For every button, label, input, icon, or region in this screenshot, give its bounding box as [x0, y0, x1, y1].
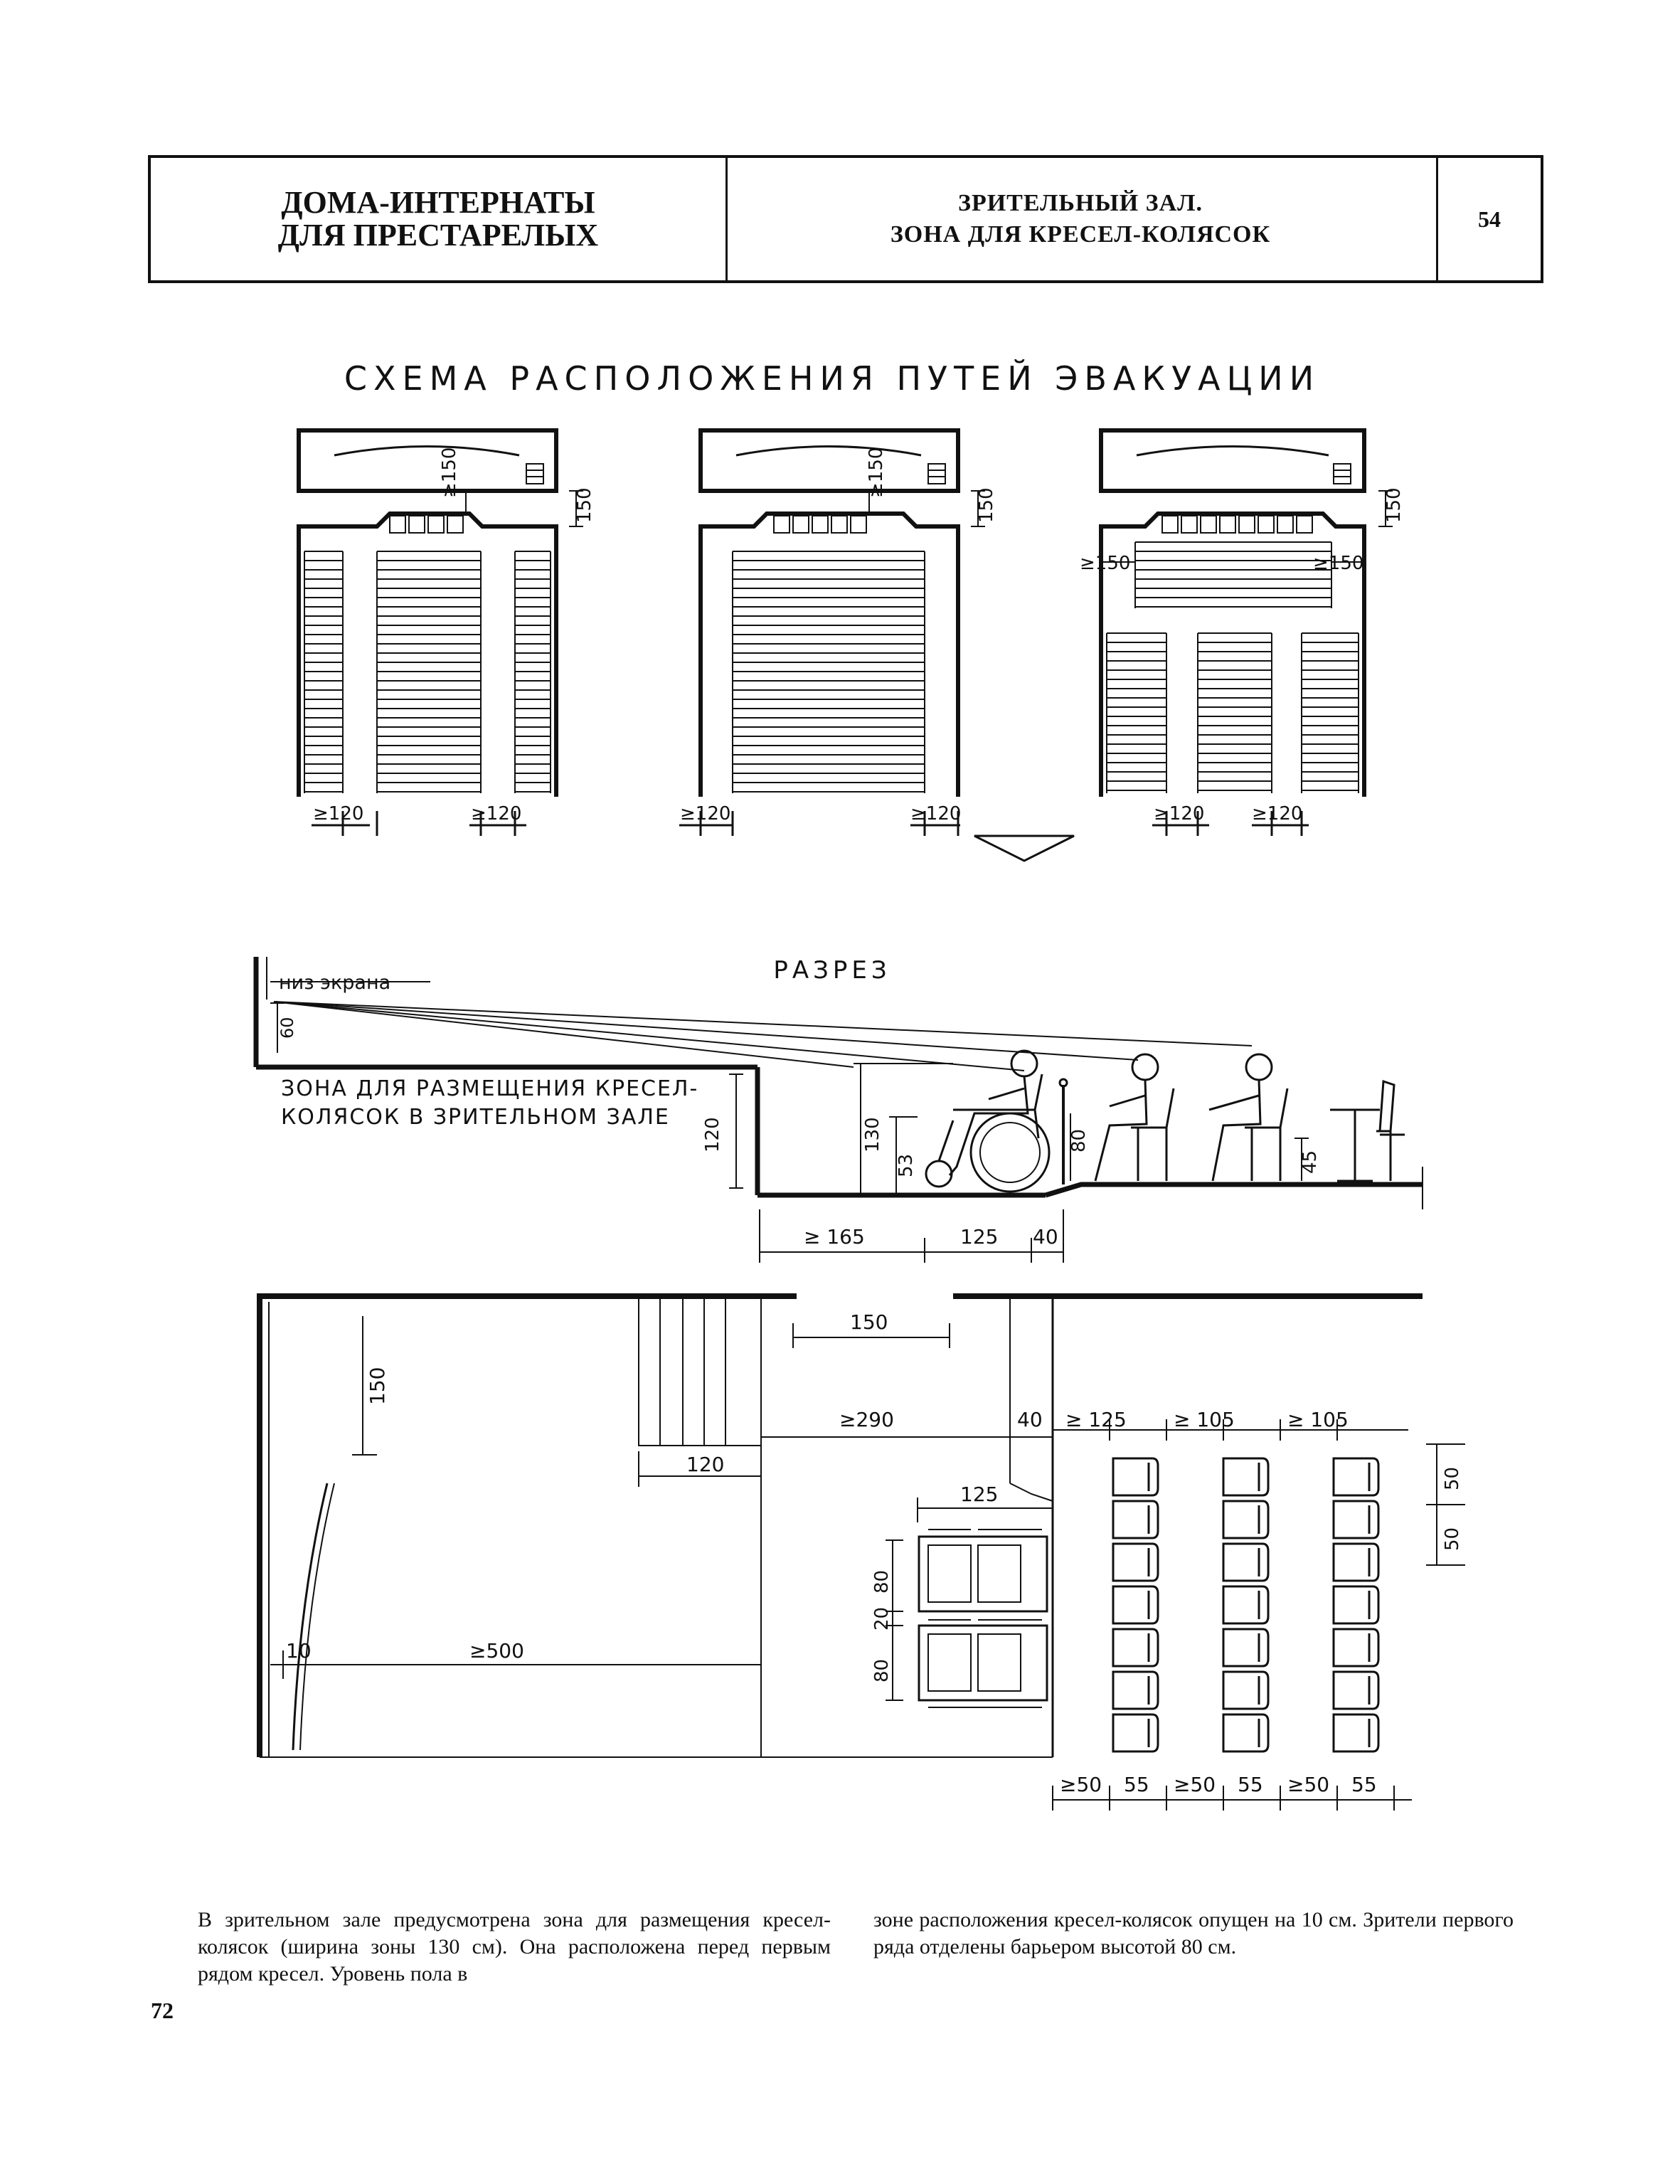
- plan-dim: 150: [366, 1367, 389, 1405]
- plan2-dim-right: ≥120: [910, 803, 961, 825]
- plan-dim: 20: [871, 1607, 893, 1631]
- seat-chair-icon: [1332, 1500, 1380, 1539]
- seat-chair-icon: [1332, 1457, 1380, 1497]
- direction-arrow-icon: [974, 834, 1075, 862]
- page-number: 72: [151, 1998, 174, 2023]
- plan3-dim-right: ≥120: [1252, 803, 1302, 825]
- body-text-column-1: В зрительном зале предусмотрена зона для…: [198, 1908, 831, 1986]
- plan-dim: 125: [960, 1483, 998, 1506]
- section-dim: 53: [895, 1154, 917, 1177]
- section-dim: 40: [1033, 1225, 1058, 1249]
- seat-chair-icon: [1112, 1542, 1159, 1582]
- section-dim: ≥ 165: [804, 1225, 865, 1249]
- plan-dim: 55: [1351, 1773, 1377, 1796]
- seat-chair-icon: [1332, 1585, 1380, 1625]
- section-dim: 45: [1299, 1150, 1321, 1174]
- body-text-column-2: зоне расположения кресел-колясок опущен …: [873, 1908, 1514, 1958]
- section-title: РАЗРЕЗ: [773, 956, 890, 985]
- plan-dim: 80: [871, 1659, 893, 1682]
- plan-dim: 40: [1017, 1408, 1043, 1431]
- seat-chair-icon: [1222, 1500, 1270, 1539]
- section-dim: 60: [277, 1017, 297, 1039]
- zone-label-line1: ЗОНА ДЛЯ РАЗМЕЩЕНИЯ КРЕСЕЛ-: [281, 1076, 698, 1101]
- seat-chair-icon: [1332, 1713, 1380, 1753]
- plan-dim: 80: [871, 1570, 893, 1594]
- seat-chair-icon: [1222, 1628, 1270, 1668]
- header-sheet-number: 54: [1438, 158, 1543, 280]
- plan-dim: ≥ 125: [1065, 1408, 1127, 1431]
- plan1-dim-left: ≥120: [313, 803, 363, 825]
- page-header: ДОМА-ИНТЕРНАТЫ ДЛЯ ПРЕСТАРЕЛЫХ ЗРИТЕЛЬНЫ…: [148, 155, 1543, 283]
- evacuation-plan-3: [1099, 428, 1393, 797]
- seating-plan: [257, 1293, 1465, 1811]
- seat-chair-icon: [1332, 1542, 1380, 1582]
- section-dim: 120: [702, 1117, 723, 1152]
- plan-dim: 55: [1238, 1773, 1263, 1796]
- plan3-dim-cross-left: ≥150: [1080, 553, 1130, 574]
- seat-chair-icon: [1222, 1670, 1270, 1710]
- plan1-dim-top: ≥150: [439, 447, 460, 498]
- evacuation-scheme-title: СХЕМА РАСПОЛОЖЕНИЯ ПУТЕЙ ЭВАКУАЦИИ: [344, 359, 1320, 398]
- plan2-dim-side: 150: [976, 487, 997, 523]
- header-sheet-line1: ЗРИТЕЛЬНЫЙ ЗАЛ.: [958, 190, 1203, 216]
- plan1-dim-right: ≥120: [471, 803, 521, 825]
- plan-dim: 55: [1124, 1773, 1149, 1796]
- seat-chair-icon: [1112, 1670, 1159, 1710]
- section-dim: 125: [960, 1225, 998, 1249]
- plan-dim: ≥290: [839, 1408, 894, 1431]
- section-dim: 130: [862, 1117, 883, 1152]
- plan-dim: ≥50: [1060, 1773, 1102, 1796]
- screen-bottom-label: низ экрана: [279, 972, 390, 994]
- section-dim: 80: [1068, 1129, 1090, 1152]
- sheet-number: 54: [1478, 206, 1501, 232]
- plan3-dim-left: ≥120: [1154, 803, 1204, 825]
- header-series-line2: ДЛЯ ПРЕСТАРЕЛЫХ: [277, 218, 599, 253]
- plan-dim: ≥50: [1174, 1773, 1216, 1796]
- plan3-dim-cross-right: ≥150: [1313, 553, 1363, 574]
- zone-label-line2: КОЛЯСОК В ЗРИТЕЛЬНОМ ЗАЛЕ: [281, 1105, 670, 1130]
- evacuation-plan-1: [297, 428, 583, 797]
- header-sheet-title: ЗРИТЕЛЬНЫЙ ЗАЛ. ЗОНА ДЛЯ КРЕСЕЛ-КОЛЯСОК: [725, 158, 1438, 280]
- seat-chair-icon: [1112, 1713, 1159, 1753]
- seat-chair-icon: [1112, 1585, 1159, 1625]
- seat-chair-icon: [1222, 1585, 1270, 1625]
- plan-dim: 120: [686, 1453, 724, 1476]
- seat-chair-icon: [1222, 1542, 1270, 1582]
- seat-chair-icon: [1222, 1713, 1270, 1753]
- seat-chair-icon: [1332, 1628, 1380, 1668]
- header-series-title: ДОМА-ИНТЕРНАТЫ ДЛЯ ПРЕСТАРЕЛЫХ: [148, 158, 728, 280]
- seat-chair-icon: [1112, 1457, 1159, 1497]
- plan-dim: 10: [286, 1639, 312, 1663]
- plan-dim: ≥50: [1287, 1773, 1329, 1796]
- evacuation-plan-2: [698, 428, 985, 797]
- header-series-line1: ДОМА-ИНТЕРНАТЫ: [281, 185, 595, 220]
- plan2-dim-left: ≥120: [680, 803, 730, 825]
- plan-dim: ≥500: [469, 1639, 524, 1663]
- plan3-dim-side: 150: [1383, 487, 1405, 523]
- header-sheet-line2: ЗОНА ДЛЯ КРЕСЕЛ-КОЛЯСОК: [890, 221, 1271, 248]
- plan-dim: ≥ 105: [1287, 1408, 1349, 1431]
- section-drawing: [253, 957, 1423, 1263]
- seat-chair-icon: [1112, 1628, 1159, 1668]
- plan2-dim-top: ≥150: [866, 447, 887, 498]
- seat-chair-icon: [1222, 1457, 1270, 1497]
- plan-dim: 50: [1442, 1527, 1463, 1551]
- seat-chair-icon: [1112, 1500, 1159, 1539]
- plan-dim: 150: [850, 1310, 888, 1334]
- plan-dim: ≥ 105: [1174, 1408, 1235, 1431]
- plan1-dim-side: 150: [574, 487, 595, 523]
- plan-dim: 50: [1442, 1467, 1463, 1490]
- seat-chair-icon: [1332, 1670, 1380, 1710]
